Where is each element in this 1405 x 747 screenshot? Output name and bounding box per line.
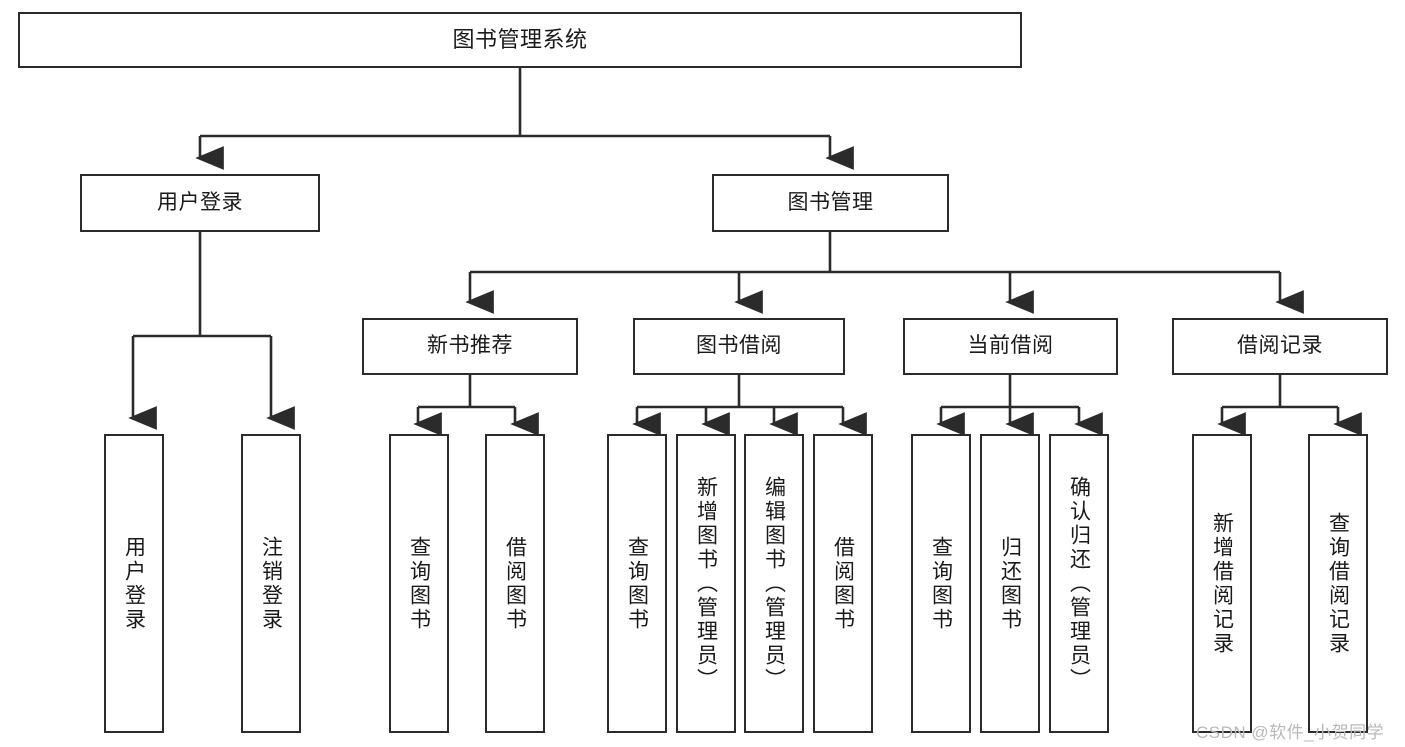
csdn-watermark: CSDN @软件_小贺同学	[1196, 723, 1385, 742]
node-leaf-edit-book-admin[interactable]: 编辑图书（管理员）	[744, 434, 804, 733]
node-label: 新增图书（管理员）	[694, 475, 718, 692]
node-book-management[interactable]: 图书管理	[712, 174, 949, 232]
node-label: 图书管理系统	[452, 27, 588, 53]
node-leaf-user-login[interactable]: 用户登录	[104, 434, 164, 733]
node-leaf-logout[interactable]: 注销登录	[241, 434, 301, 733]
node-label: 查询图书	[625, 535, 649, 632]
node-label: 图书借阅	[696, 334, 782, 358]
node-label: 图书管理	[787, 190, 874, 214]
node-label: 借阅记录	[1237, 334, 1323, 358]
node-user-login[interactable]: 用户登录	[80, 174, 320, 232]
node-current-borrow[interactable]: 当前借阅	[903, 318, 1118, 375]
node-leaf-add-book-admin[interactable]: 新增图书（管理员）	[676, 434, 736, 733]
node-label: 查询借阅记录	[1326, 511, 1350, 656]
node-label: 用户登录	[157, 190, 243, 214]
node-label: 编辑图书（管理员）	[762, 475, 786, 692]
node-leaf-query-book-current[interactable]: 查询图书	[911, 434, 971, 733]
node-label: 新书推荐	[427, 334, 513, 358]
node-book-borrow[interactable]: 图书借阅	[633, 318, 845, 375]
node-label: 当前借阅	[967, 334, 1054, 358]
node-leaf-return-book[interactable]: 归还图书	[980, 434, 1040, 733]
node-label: 用户登录	[122, 535, 146, 632]
node-label: 新增借阅记录	[1210, 511, 1234, 656]
node-new-book-recommend[interactable]: 新书推荐	[362, 318, 578, 375]
node-leaf-query-borrow-record[interactable]: 查询借阅记录	[1308, 434, 1368, 733]
node-leaf-query-book-recommend[interactable]: 查询图书	[389, 434, 449, 733]
node-label: 借阅图书	[831, 535, 855, 632]
node-label: 确认归还（管理员）	[1067, 475, 1091, 692]
node-label: 借阅图书	[503, 535, 527, 632]
node-label: 归还图书	[998, 535, 1022, 632]
node-leaf-confirm-return-admin[interactable]: 确认归还（管理员）	[1049, 434, 1109, 733]
node-root-book-management-system[interactable]: 图书管理系统	[18, 12, 1022, 68]
node-label: 注销登录	[259, 535, 283, 632]
node-leaf-borrow-book[interactable]: 借阅图书	[813, 434, 873, 733]
node-leaf-borrow-book-recommend[interactable]: 借阅图书	[485, 434, 545, 733]
node-leaf-add-borrow-record[interactable]: 新增借阅记录	[1192, 434, 1252, 733]
node-label: 查询图书	[929, 535, 953, 632]
node-borrow-record[interactable]: 借阅记录	[1172, 318, 1388, 375]
node-label: 查询图书	[407, 535, 431, 632]
node-leaf-query-book-borrow[interactable]: 查询图书	[607, 434, 667, 733]
